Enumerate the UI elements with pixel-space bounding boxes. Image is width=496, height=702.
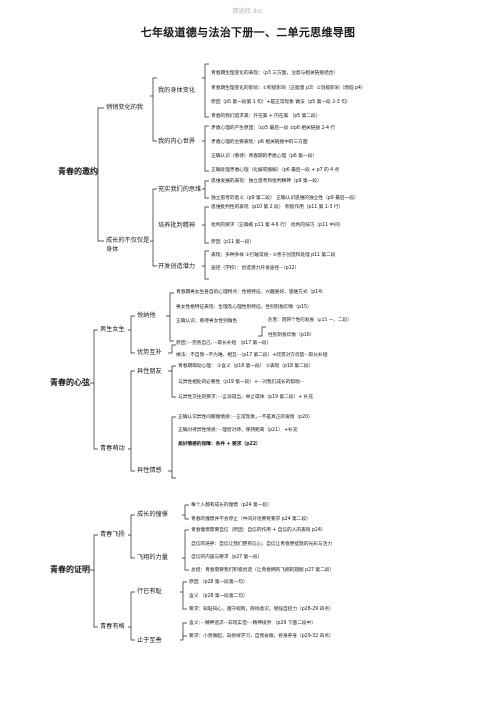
- leaf-text: 做法：不自我···不为难、相互···（p17 第二段）+欣赏对方优势···取长补…: [176, 353, 328, 358]
- branch-node: 青春飞扬: [100, 531, 125, 538]
- sub-branch-node: 我的内心世界: [158, 138, 196, 145]
- watermark: 精选修 doc: [232, 8, 264, 15]
- page-title: 七年级道德与法治下册一、二单元思维导图: [140, 26, 356, 39]
- sub-branch-node: 悦纳他: [137, 312, 156, 319]
- leaf-text: 青春憧憬需要自信（原因：自信的作用 + 自信的人的表现 p24）: [191, 528, 326, 533]
- leaf-text: 原因（p5 第一段第 1 句）+是正常现象 做法（p5 第一段 2-3 句）: [211, 100, 351, 105]
- leaf-text: 思维批判性的表现（p10 第 2 段） 积极作用（p11 第 1-3 行）: [211, 205, 344, 210]
- sub-branch-node: 培养批判精神: [158, 222, 196, 229]
- leaf-text: 批判的要求（正确看 p11 第 4-6 行） 批判的技巧（p11 中间）: [211, 223, 344, 228]
- leaf-text: 矛盾心理的主要表现：p6 相关链接中的三方面: [211, 140, 308, 145]
- leaf-text: 青春的我们追求美：外在美 + 内在美 （p5 第二段）: [211, 114, 321, 119]
- sub-branch-node: 行已有耻: [137, 588, 162, 595]
- leaf-text: 青春的憧憬并不会停止（中间对话要有要求 p24 第二段）: [191, 517, 311, 522]
- leaf-text: 与异性相处的必要性（p19 第一段）+···对我们成长的帮助···: [178, 380, 305, 385]
- leaf-text: 美好情感的保障：条件 + 要求（p22）: [178, 442, 261, 447]
- sub-branch-node: 异性朋友: [137, 368, 162, 375]
- sub-branch-node: 我的身体变化: [158, 87, 196, 94]
- leaf-text: 青春期生理变化的影响：①积极影响（正能量 p3）②消极影响（烦恼 p4）: [211, 86, 366, 91]
- leaf-text: 表现：多种多样 ①打破常规···②善于创造和处理 p11 第二段: [211, 253, 336, 258]
- root-node-2: 青春的心弦: [50, 378, 90, 387]
- sub-branch-node: 飞翔的力量: [137, 554, 168, 561]
- leaf-text: 正确认识、看待男女性别角色: [176, 319, 238, 324]
- sub-branch-node: 开发创造潜力: [158, 263, 196, 270]
- branch-node: 青春萌动: [100, 445, 125, 452]
- leaf-text: 正确处理矛盾心理（化解或缓解）（p6 最后一段 + p7 的 4 点: [211, 168, 340, 173]
- leaf-sub-text: 危害：阻碍个性的发展（p15 一、二段）: [268, 318, 352, 323]
- root-node-1: 青春的邀约: [58, 167, 98, 176]
- leaf-text: 要求：小善做起，向榜样学习，自我省察，修身养身（p29-32 四点）: [189, 634, 334, 639]
- branch-node: 男生女生: [100, 326, 125, 333]
- leaf-text: 正确认识异性间朦胧情感：···正常现象，···不是真正的爱情（p20）: [178, 415, 313, 420]
- leaf-text: 原因：···完善自己、···取长补短 （p17 第一段）: [176, 341, 272, 346]
- sub-branch-node: 止于至善: [137, 637, 162, 644]
- leaf-text: 原因（p11 第一段）: [211, 240, 255, 245]
- leaf-text: 途径（学校）：创造潜力开发途径···（p12）: [211, 266, 300, 271]
- leaf-text: 青春期男女生各自的心理特点：性格特征、兴趣爱好、思维方式（p14）: [176, 290, 326, 295]
- leaf-text: 总结：青春需要我们积极创造（让青春拥有飞翔的翅膀 p27 第二段）: [191, 568, 335, 573]
- leaf-text: 矛盾心理的产生原因：①p5 最后一段 ②p6 相关链接 2-4 行: [211, 126, 336, 131]
- sub-branch-node: 充实我们的思维: [158, 186, 202, 193]
- leaf-text: 正确认识（看待）青春期的矛盾心理（p6 第一段）: [211, 154, 317, 159]
- leaf-text: 自信的培养：自信让我们更有信心；自信让青春更绽放的光彩与活力: [191, 542, 332, 547]
- branch-node: 成长的不仅仅是身体: [106, 237, 150, 253]
- leaf-text: 含义 （p28 第一段第二句）: [189, 594, 248, 599]
- leaf-text: 正确对待异性情感：···理智对待，保持距离（p21） +补充: [178, 428, 298, 433]
- leaf-text: 青春期生理变化的表现：（p3 三方面，注意与相关链接结合）: [211, 71, 339, 76]
- leaf-text: 独立思考的意义（p9 第二段） 正确认识思维的独立性（p9 最后一段）: [211, 196, 359, 201]
- sub-branch-node: 成长的憧憬: [137, 511, 168, 518]
- leaf-text: 性别刻板印象（p16）: [268, 333, 315, 338]
- leaf-text: 男女性格特征表现：生理及心理性别特征，性别刻板印象（p15）: [176, 305, 312, 310]
- leaf-text: 每个人都有成长的憧憬（p24 第一段）: [191, 503, 272, 508]
- branch-node: 青春有格: [100, 623, 125, 630]
- leaf-text: 含义：···精神追求···非现实但····精神境界 （p29 下面二段中）: [189, 621, 316, 626]
- root-node-3: 青春的证明: [50, 565, 90, 574]
- leaf-text: 自信的内容与要求（p27 第一段）: [191, 555, 263, 560]
- sub-branch-node: 异性情感: [137, 467, 162, 474]
- leaf-text: 青春期萌动心理： ①含义（p18 第一段） ②表现（p18 第二段）: [178, 364, 314, 369]
- branch-node: 悄悄变化的我: [106, 104, 144, 111]
- leaf-text: 与异性交往的要求：···言谈得当，举止得体（p19 第二段）+ 补充: [178, 395, 313, 400]
- leaf-text: 思维发展的表现：独立思考和批判精神（p9 第一段）: [211, 179, 322, 184]
- leaf-text: 原因 （p28 第一段第一句）: [189, 580, 248, 585]
- sub-branch-node: 优势互补: [137, 349, 162, 356]
- leaf-text: 要求：知耻知心，遵守规则，底线意识，增强自控力（p28-29 四点）: [189, 607, 334, 612]
